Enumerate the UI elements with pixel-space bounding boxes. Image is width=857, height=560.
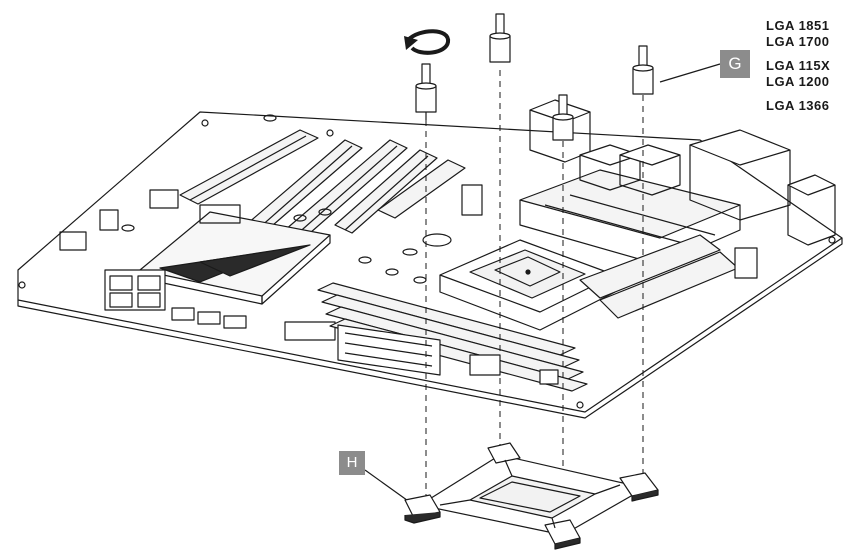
cpu-socket [439, 239, 616, 331]
standoff-2 [489, 13, 511, 63]
standoff-4 [632, 45, 654, 95]
socket-label: LGA 1366 [766, 98, 830, 113]
callout-g-leader [659, 63, 721, 83]
atx-power-connector [337, 324, 441, 376]
standoff-3 [552, 94, 574, 141]
socket-compatibility-list: LGA 1851 LGA 1700 LGA 115X LGA 1200 LGA … [766, 18, 854, 114]
socket-label: LGA 1851 [766, 18, 830, 33]
capacitors [121, 114, 452, 284]
rotate-arrow-icon [404, 29, 450, 55]
socket-label: LGA 1700 [766, 34, 830, 49]
socket-label: LGA 1200 [766, 74, 830, 89]
rear-io-headers [59, 189, 336, 341]
callout-standoff-label: G [720, 50, 750, 78]
chipset-heatsink [139, 211, 331, 305]
socket-label: LGA 115X [766, 58, 831, 73]
standoffs [415, 13, 654, 141]
alignment-lines [425, 70, 644, 520]
vrm-heatsinks [519, 169, 741, 319]
pcie-slots [179, 129, 466, 241]
callout-backplate-label: H [339, 451, 365, 475]
standoff-1 [415, 63, 437, 120]
backplate [404, 442, 659, 550]
